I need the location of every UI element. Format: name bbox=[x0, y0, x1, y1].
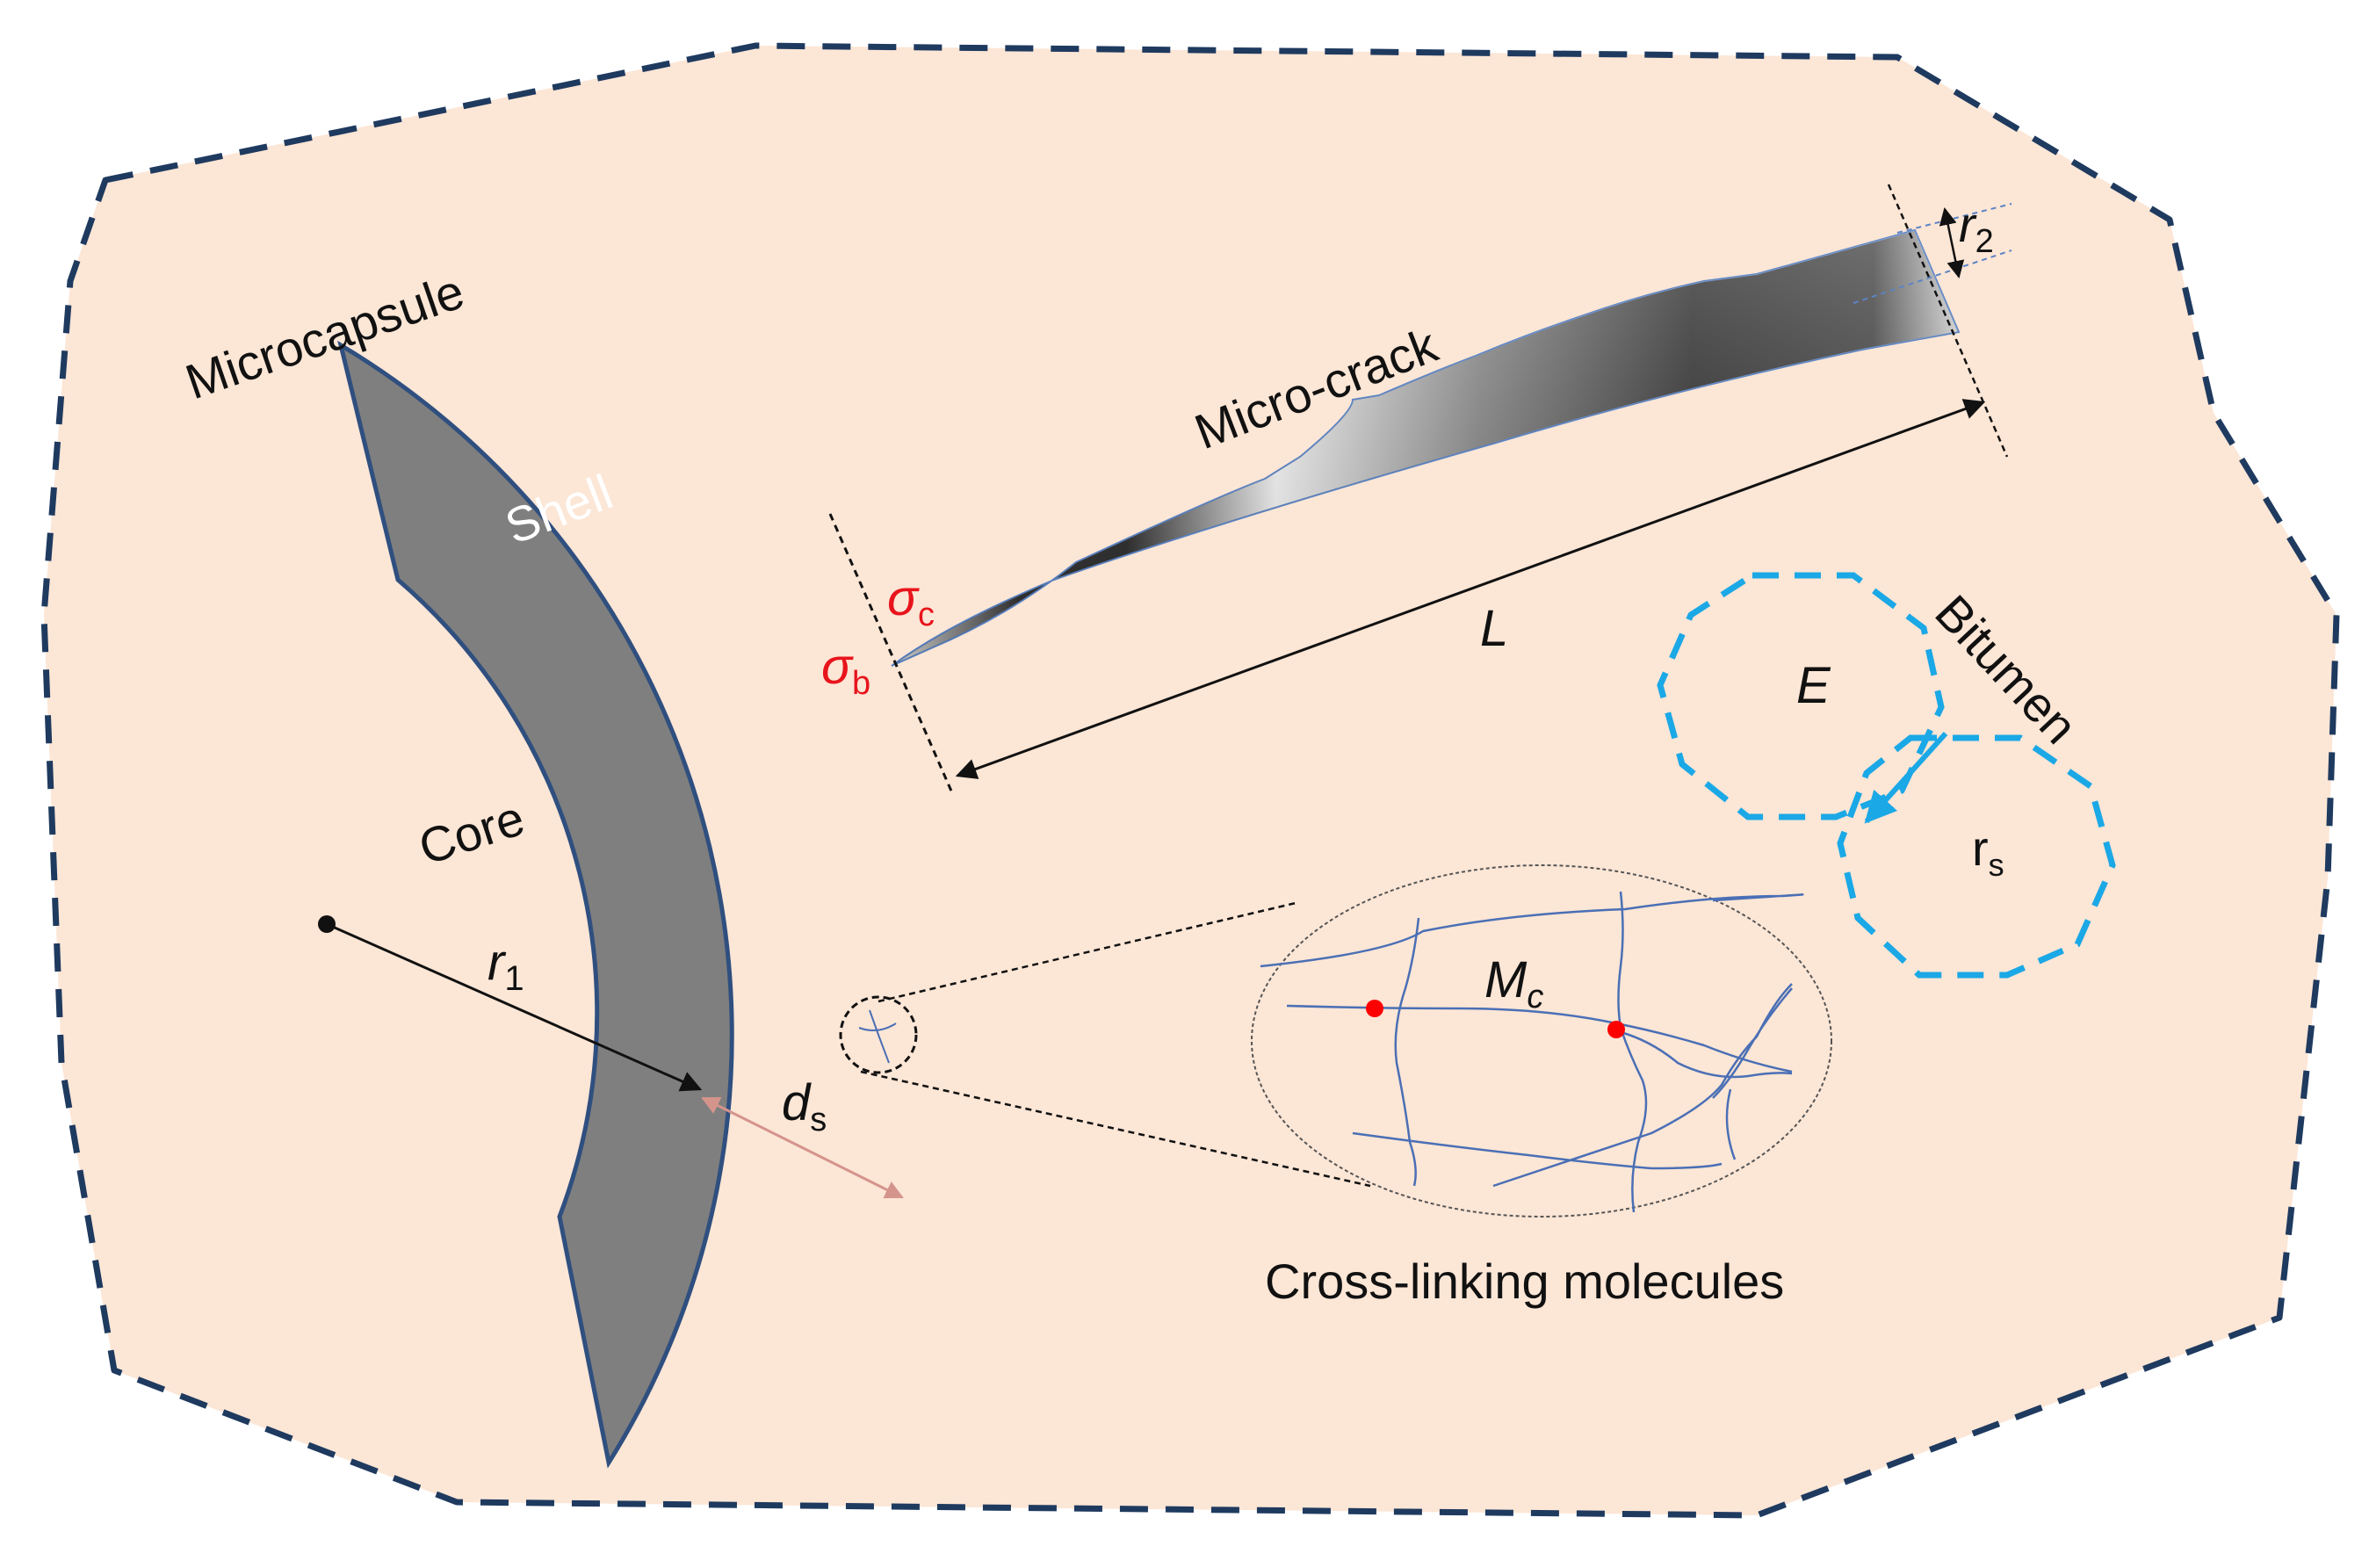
symbol-rs: rs bbox=[1972, 820, 2004, 883]
network-chains bbox=[1260, 891, 1804, 1213]
r2-guide-bottom bbox=[1853, 249, 2012, 304]
zoom-line-bottom bbox=[860, 1070, 1371, 1188]
symbol-r2: r2 bbox=[1959, 197, 1994, 260]
bitumen-transfer-arrow bbox=[1864, 731, 1948, 824]
symbol-l: L bbox=[1480, 600, 1508, 657]
cross-linking-network bbox=[1251, 864, 1832, 1218]
r2-arrow bbox=[1939, 207, 1965, 278]
crosslink-point-1 bbox=[1366, 1000, 1383, 1017]
crack-length-arrow bbox=[955, 399, 1986, 779]
bitumen-circle-rs bbox=[1837, 734, 2116, 979]
bitumen-matrix bbox=[40, 42, 2340, 1519]
zoom-source bbox=[839, 995, 918, 1074]
r1-arrow bbox=[326, 922, 703, 1092]
zoom-line-top bbox=[878, 901, 1296, 1003]
crack-length-tick bbox=[1887, 184, 2009, 458]
ds-arrow bbox=[701, 1096, 904, 1199]
microcapsule-shell bbox=[337, 340, 734, 1469]
symbol-sigma-b: σb bbox=[821, 638, 870, 702]
cross-linking-label: Cross-linking molecules bbox=[1265, 1254, 1784, 1309]
symbol-e: E bbox=[1796, 657, 1831, 714]
crosslink-point-2 bbox=[1607, 1021, 1625, 1038]
bitumen-circles bbox=[1657, 572, 2116, 979]
symbol-sigma-c: σc bbox=[887, 569, 935, 633]
symbol-ds: ds bbox=[782, 1074, 827, 1138]
symbol-r1: r1 bbox=[488, 934, 524, 998]
symbol-mc: Mc bbox=[1484, 951, 1543, 1015]
crack-mouth-line bbox=[828, 513, 955, 796]
bitumen-circle-e bbox=[1657, 572, 1945, 820]
